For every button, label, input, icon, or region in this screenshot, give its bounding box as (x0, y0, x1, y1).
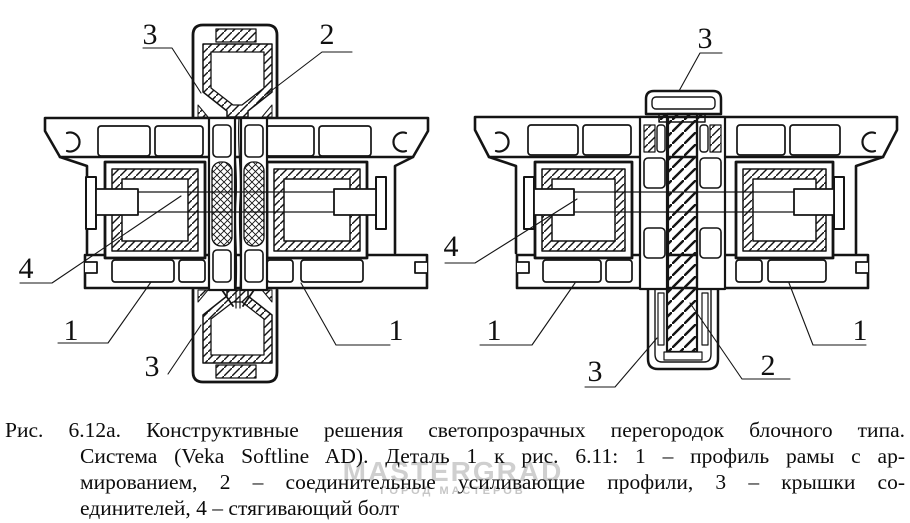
callout-number: 3 (145, 350, 160, 383)
leader-1-bottom-right (788, 282, 867, 346)
right-frame-side-wall-right (854, 155, 885, 255)
leader-1-bottom-left (57, 281, 152, 344)
right-bolt-washer-left (523, 176, 535, 230)
leader-3-top (678, 52, 723, 92)
callout-number: 3 (588, 355, 603, 388)
caption-line: мированием, 2 – соединительные усиливающ… (80, 470, 905, 494)
callout-number: 4 (19, 252, 34, 285)
callout-number: 1 (487, 314, 502, 347)
left-center-joint (207, 116, 269, 309)
caption-line: Рис. 6.12а. Конструктивные решения свето… (5, 418, 905, 442)
left-leader-lines (19, 47, 391, 375)
left-frame-top-flange (43, 116, 430, 159)
callout-number: 4 (444, 230, 459, 263)
callout-number: 1 (389, 314, 404, 347)
callout-number: 2 (761, 349, 776, 382)
left-reinforced-chamber-right (265, 160, 369, 260)
caption-line: Система (Veka Softline AD). Деталь 1 к р… (80, 444, 905, 468)
leader-1-bottom-right (300, 282, 391, 346)
left-bolt-washer-right (375, 176, 387, 230)
leader-3-top (142, 47, 202, 94)
left-callouts: 3 2 4 1 1 3 (19, 18, 404, 383)
left-bottom-cover (191, 288, 279, 384)
left-frame-side-wall-left (58, 155, 89, 255)
callout-number: 1 (853, 314, 868, 347)
callout-number: 1 (64, 314, 79, 347)
leader-3-bottom (584, 337, 658, 388)
leader-4 (444, 198, 578, 264)
right-callouts: 3 4 1 1 3 2 (444, 22, 868, 388)
caption-line: единителей, 4 – стягивающий болт (80, 496, 400, 520)
callout-number: 3 (698, 22, 713, 55)
left-assembly-drawing: 3 2 4 1 1 3 (19, 18, 430, 384)
leader-4 (19, 195, 182, 284)
right-frame-side-wall-left (487, 155, 518, 255)
left-top-cover (191, 23, 279, 119)
figure-caption: Рис. 6.12а. Конструктивные решения свето… (5, 417, 905, 521)
right-center-joint (638, 115, 727, 291)
right-leader-lines (444, 52, 867, 388)
right-reinforcing-plate (658, 112, 706, 361)
right-reinforced-chamber-left (533, 160, 634, 260)
leader-2-top (266, 51, 353, 95)
left-frame-side-wall-right (393, 155, 415, 255)
left-tie-bolt (95, 188, 377, 216)
callout-number: 3 (143, 18, 158, 51)
right-tie-bolt (533, 188, 835, 216)
right-assembly-drawing: 3 4 1 1 3 2 (444, 22, 899, 388)
right-top-cap (644, 89, 723, 116)
callout-number: 2 (320, 18, 335, 51)
leader-2 (689, 302, 791, 380)
leader-1-bottom-left (479, 282, 576, 346)
figure-drawings: 3 2 4 1 1 3 (19, 18, 899, 388)
right-bolt-washer-right (833, 176, 845, 230)
left-bolt-washer-left (85, 176, 97, 230)
leader-3-bottom (167, 324, 202, 375)
